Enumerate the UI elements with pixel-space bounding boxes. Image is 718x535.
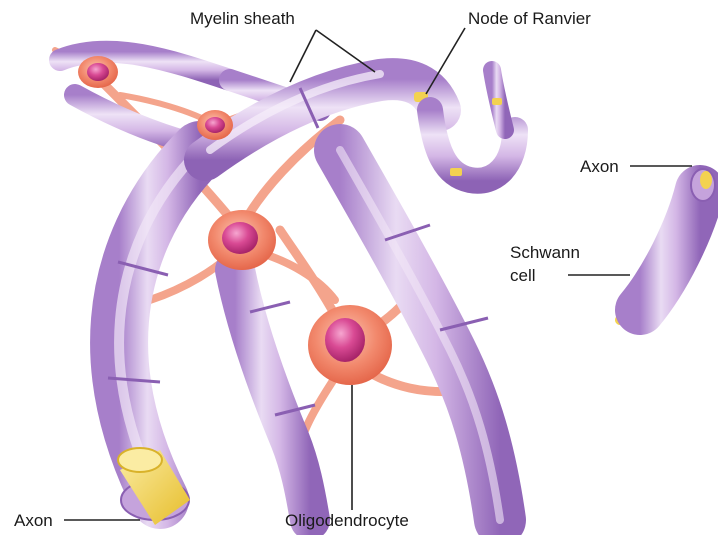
myelin-leader-a [290, 30, 316, 82]
myelin-leader-b [316, 30, 375, 72]
schwann-cell-label-line2: cell [510, 266, 536, 285]
myelinated-axon-middle [235, 270, 315, 520]
oligodendrocyte-nucleus [325, 318, 365, 362]
oligodendrocyte-label: Oligodendrocyte [285, 511, 409, 530]
node-of-ranvier-label: Node of Ranvier [468, 9, 591, 28]
axon-right-label: Axon [580, 157, 619, 176]
axon-left-label: Axon [14, 511, 53, 530]
myelinated-axon-left [108, 150, 200, 500]
schwann-cell-label-line1: Schwann [510, 243, 580, 262]
myelin-sheath-label: Myelin sheath [190, 9, 295, 28]
axon-cut-end [118, 448, 190, 525]
schwann-cell-fiber [620, 169, 715, 320]
